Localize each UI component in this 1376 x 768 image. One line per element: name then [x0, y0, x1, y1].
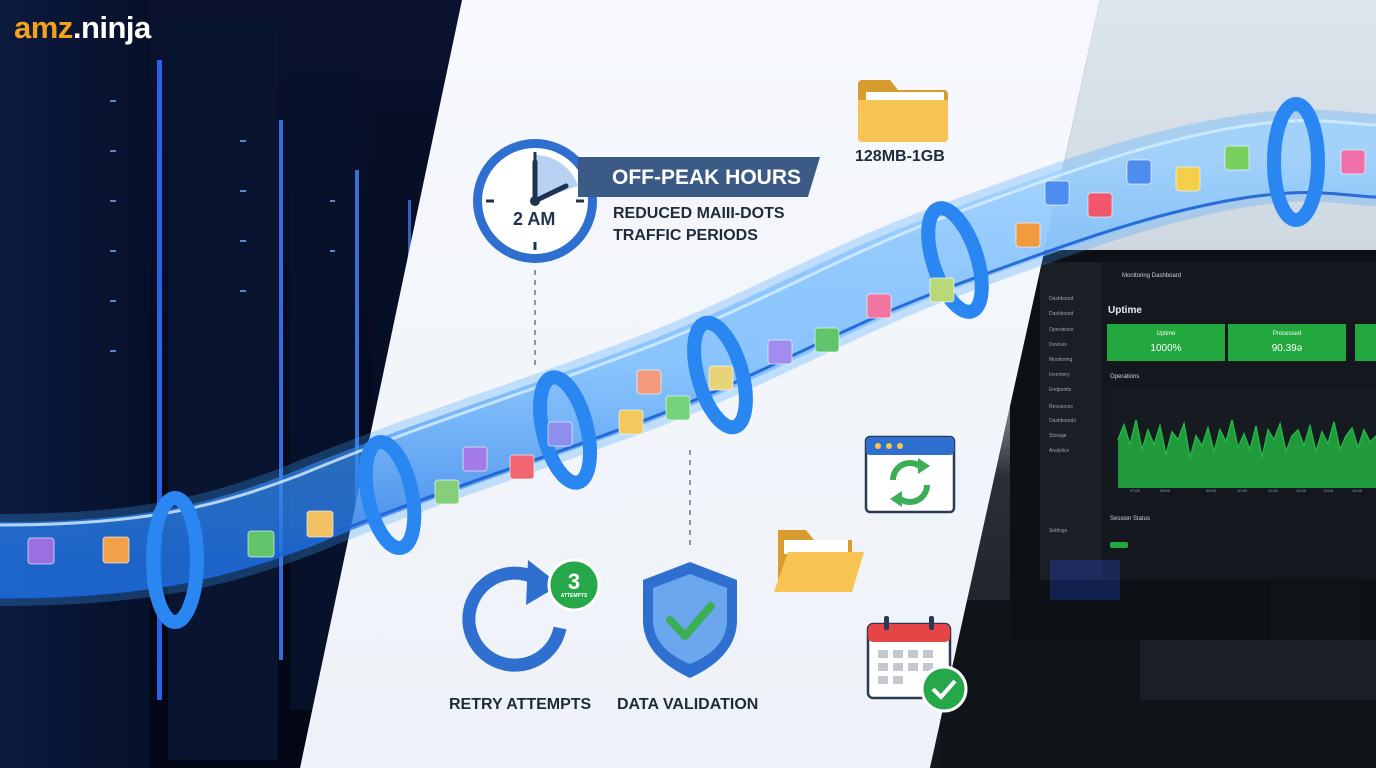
calendar-check-icon — [866, 616, 968, 713]
pipe-ring — [1267, 97, 1325, 227]
chart-x-tick: 13:00 — [1323, 488, 1334, 493]
session-status-label: Session Status — [1110, 516, 1151, 522]
processed-tile[interactable] — [1228, 324, 1346, 361]
data-cube — [1340, 149, 1366, 175]
data-cube — [434, 479, 460, 505]
data-validation-label: DATA VALIDATION — [617, 696, 759, 713]
data-cube — [708, 365, 734, 391]
status-indicator — [1110, 542, 1128, 548]
retry-attempts-label: RETRY ATTEMPTS — [449, 696, 592, 713]
dashboard-nav-item[interactable]: Resources — [1049, 404, 1073, 410]
retry-badge — [547, 558, 601, 612]
dashboard-nav-item[interactable]: Devices — [1049, 342, 1067, 348]
uptime-tile-value: 1000% — [1150, 343, 1182, 354]
chart-x-tick: 11:00 — [1268, 488, 1278, 493]
clock-time-label: 2 AM — [513, 209, 556, 229]
brand-logo[interactable]: amz.ninja — [14, 10, 151, 46]
dashboard-nav-item[interactable]: Dashboards — [1049, 418, 1076, 424]
folder-icon — [858, 80, 948, 142]
uptime-tile-label: Uptime — [1156, 331, 1176, 337]
pipe-ring — [358, 434, 422, 556]
processed-tile-value: 90.39ə — [1271, 343, 1303, 354]
offpeak-subtitle-line2: TRAFFIC PERIODS — [613, 227, 758, 244]
offpeak-subtitle: REDUCED MAIII-DOTS TRAFFIC PERIODS — [613, 203, 785, 247]
logo-ninja: ninja — [80, 10, 151, 45]
data-cube — [1175, 166, 1201, 192]
dashboard-section-label: Operations — [1110, 374, 1140, 380]
data-cube — [1044, 180, 1070, 206]
pipe-ring — [146, 491, 204, 629]
dashboard-nav-item[interactable]: Endpoints — [1049, 387, 1072, 393]
dashboard-title: Monitoring Dashboard — [1122, 273, 1182, 279]
data-cube — [1224, 145, 1250, 171]
dashboard-nav-item[interactable]: Storage — [1049, 433, 1067, 439]
dashboard-nav-item[interactable]: Analytics — [1049, 448, 1070, 454]
pipe-ring — [921, 201, 989, 319]
offpeak-subtitle-line1: REDUCED MAIII-DOTS — [613, 205, 785, 222]
data-cube — [27, 537, 55, 565]
offpeak-banner — [578, 157, 820, 197]
dashboard-heading: Uptime — [1108, 305, 1142, 316]
dashboard-nav-item[interactable]: Dashboard — [1049, 311, 1074, 317]
retry-count-caption: ATTEMPTS — [560, 593, 588, 599]
chart-x-tick: 12:00 — [1296, 488, 1307, 493]
data-cube — [636, 369, 662, 395]
dashboard-nav-item[interactable]: Settings — [1049, 528, 1068, 534]
logo-amz: amz — [14, 10, 73, 45]
data-cube — [102, 536, 130, 564]
file-size-label: 128MB-1GB — [855, 148, 945, 165]
chart-x-tick: 10:00 — [1237, 488, 1248, 493]
pipe-ring — [532, 370, 598, 490]
data-cube — [929, 277, 955, 303]
data-cube — [547, 421, 573, 447]
open-folder-icon — [774, 530, 864, 592]
dashboard-nav-item[interactable]: Monitoring — [1049, 357, 1073, 363]
dashboard-nav-item[interactable]: Inventory — [1049, 372, 1070, 378]
data-cube — [767, 339, 793, 365]
shield-check-icon — [643, 562, 737, 678]
data-cube — [462, 446, 488, 472]
data-cube — [509, 454, 535, 480]
offpeak-title: OFF-PEAK HOURS — [612, 166, 801, 189]
processed-tile-label: Processed — [1272, 331, 1302, 337]
chart-x-tick: 08:00 — [1160, 488, 1171, 493]
retry-arrow-icon — [462, 560, 567, 672]
data-cube — [1087, 192, 1113, 218]
logo-dot: . — [72, 10, 82, 45]
data-cube — [1126, 159, 1152, 185]
retry-count: 3 — [567, 569, 581, 594]
chart-x-tick: 09:00 — [1206, 488, 1217, 493]
pipe-ring — [687, 315, 753, 435]
data-cube — [1015, 222, 1041, 248]
refresh-window-icon — [864, 435, 956, 514]
extra-tile[interactable] — [1355, 324, 1376, 361]
uptime-tile[interactable] — [1107, 324, 1225, 361]
data-cube — [665, 395, 691, 421]
dashboard-nav-item[interactable]: Dashboard — [1049, 296, 1074, 302]
dashboard-nav-item[interactable]: Operations — [1049, 327, 1074, 333]
chart-x-tick: 07:00 — [1130, 488, 1141, 493]
dashboard-sidebar — [1040, 262, 1102, 580]
chart-x-tick: 14:00 — [1352, 488, 1363, 493]
data-cube — [866, 293, 892, 319]
data-cube — [814, 327, 840, 353]
data-cube — [306, 510, 334, 538]
clock-icon — [473, 139, 597, 263]
data-cube — [618, 409, 644, 435]
data-cube — [247, 530, 275, 558]
